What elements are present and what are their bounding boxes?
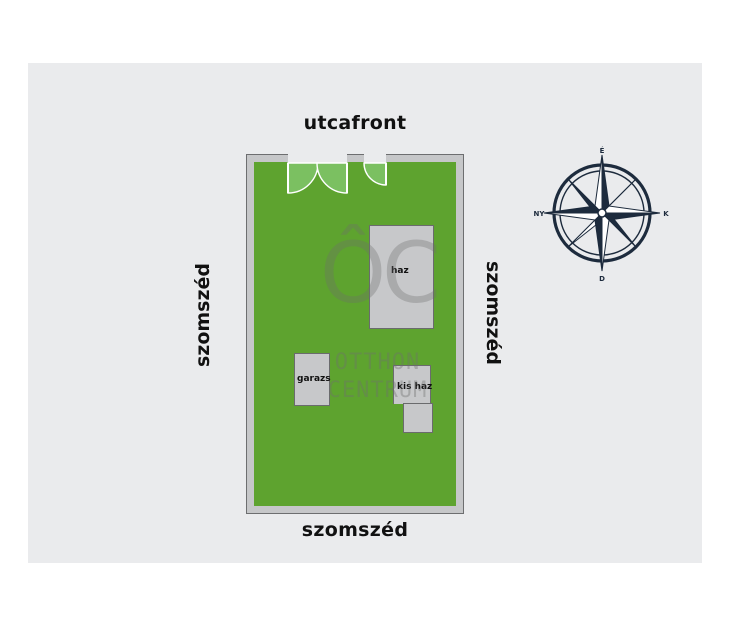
garage-label: garazs: [297, 374, 331, 384]
compass-rose-icon: É D NY K: [534, 146, 670, 283]
gate-opening-double: [288, 154, 347, 163]
plot-fence: haz garazs kis haz: [246, 154, 464, 514]
street-front-label: utcafront: [303, 112, 407, 134]
lawn-area: [254, 162, 456, 506]
small-house-annex: [403, 403, 433, 433]
neighbor-left-label: szomszéd: [192, 262, 214, 368]
compass-south-label: D: [599, 275, 605, 283]
neighbor-bottom-label: szomszéd: [301, 519, 409, 541]
main-house: haz: [369, 225, 434, 329]
neighbor-right-label: szomszéd: [482, 260, 504, 366]
gate-opening-single: [364, 154, 386, 163]
gate-swing-icon: [287, 162, 387, 194]
compass-east-label: K: [663, 210, 669, 218]
small-house: kis haz: [393, 365, 433, 404]
small-house-label: kis haz: [397, 382, 433, 392]
compass-north-label: É: [600, 146, 605, 155]
garage: garazs: [294, 353, 331, 406]
compass-west-label: NY: [534, 210, 546, 218]
main-house-label: haz: [391, 266, 409, 276]
